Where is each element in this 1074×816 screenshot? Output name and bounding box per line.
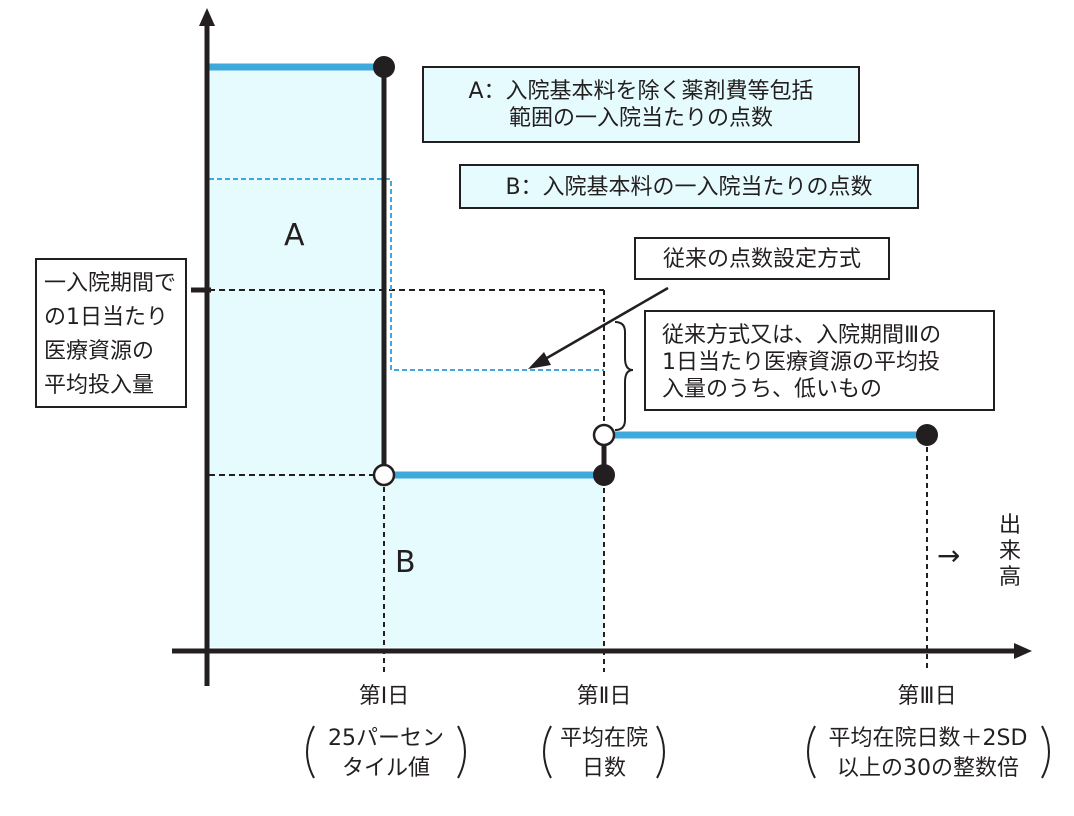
day-ii-open-point — [592, 423, 616, 447]
day-iii-tick-note: 平均在院日数＋2SD 以上の30の整数倍 — [828, 726, 1028, 781]
day-ii-tick-label: 第Ⅱ日 — [576, 684, 632, 709]
region-a-fill — [209, 67, 384, 647]
day-iii-note-open-paren — [807, 725, 816, 779]
day-ii-closed-point — [593, 464, 615, 486]
region-b-label: B — [395, 545, 416, 580]
day-iii-note-close-paren — [1041, 725, 1050, 779]
day-i-tick-note: 25パーセン タイル値 — [328, 726, 444, 781]
day-iii-tick-label: 第Ⅲ日 — [897, 684, 957, 709]
legend-b-box: B：入院基本料の一入院当たりの点数 — [459, 164, 919, 209]
day-i-note-close-paren — [457, 725, 466, 779]
range-brace — [614, 321, 634, 431]
conventional-method-callout: 従来の点数設定方式 — [634, 237, 890, 280]
day-i-closed-point — [373, 56, 395, 78]
day-ii-note-open-paren — [543, 725, 552, 779]
day-ii-note-close-paren — [656, 725, 665, 779]
x-axis-arrow-icon: → — [937, 539, 961, 572]
callout-arrowhead — [528, 352, 551, 369]
callout-arrow-line — [539, 286, 669, 364]
lower-of-callout: 従来方式又は、入院期間Ⅲの 1日当たり医療資源の平均投 入量のうち、低いもの — [644, 310, 995, 411]
day-i-open-point — [372, 463, 396, 487]
legend-a-box: A：入院基本料を除く薬剤費等包括 範囲の一入院当たりの点数 — [422, 66, 860, 143]
x-axis-arrowhead — [1014, 643, 1032, 659]
day-i-tick-label: 第Ⅰ日 — [358, 684, 410, 709]
x-axis-label: 出 来 高 — [999, 513, 1022, 590]
y-axis-arrowhead — [199, 8, 215, 26]
region-b-fill — [384, 475, 604, 647]
y-axis-label-box: 一入院期間で の1日当たり 医療資源の 平均投入量 — [35, 258, 187, 408]
region-a-label: A — [284, 218, 305, 253]
day-iii-closed-point — [916, 424, 938, 446]
day-i-note-open-paren — [306, 725, 315, 779]
b-points-dashed-line — [209, 178, 604, 371]
day-ii-tick-note: 平均在院 日数 — [559, 726, 648, 781]
